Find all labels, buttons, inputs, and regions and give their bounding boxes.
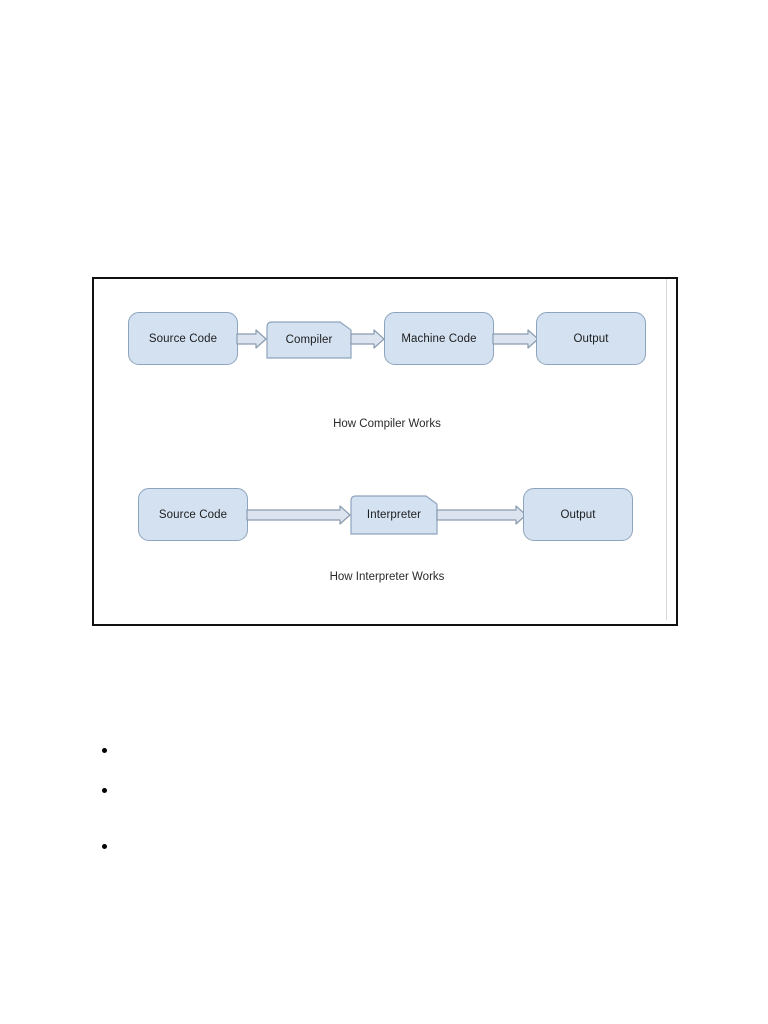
list-item <box>96 838 656 856</box>
list-item <box>96 782 656 800</box>
arrow-source-to-compiler <box>236 328 268 350</box>
interpreter-diagram: Source Code Interpreter Output How Inter <box>94 279 676 624</box>
bullet-list <box>96 742 656 856</box>
caption-how-interpreter-works: How Interpreter Works <box>329 571 445 583</box>
caption-how-compiler-works: How Compiler Works <box>333 418 441 430</box>
node-label: Interpreter <box>366 509 422 521</box>
node-label: Output <box>573 332 609 345</box>
compiler-interpreter-figure: Source Code Compiler Machine Code <box>92 277 678 626</box>
node-source-code-compiler: Source Code <box>128 312 238 365</box>
figure-inner-rule <box>666 279 667 620</box>
compiler-diagram: Source Code Compiler Machine Code <box>94 279 676 624</box>
arrow-source-to-interpreter <box>246 504 352 526</box>
node-compiler: Compiler <box>266 321 352 359</box>
node-interpreter: Interpreter <box>350 495 438 535</box>
node-label: Machine Code <box>401 332 477 345</box>
bullet-icon <box>102 748 107 753</box>
node-source-code-interpreter: Source Code <box>138 488 248 541</box>
bullet-icon <box>102 788 107 793</box>
node-output-interpreter: Output <box>523 488 633 541</box>
node-output-compiler: Output <box>536 312 646 365</box>
node-label: Output <box>560 508 596 521</box>
arrow-compiler-to-machine-code <box>350 328 386 350</box>
arrow-machine-code-to-output <box>492 328 540 350</box>
node-label: Source Code <box>148 332 218 345</box>
node-label: Compiler <box>285 334 333 346</box>
node-machine-code: Machine Code <box>384 312 494 365</box>
arrow-interpreter-to-output <box>436 504 528 526</box>
node-label: Source Code <box>158 508 228 521</box>
bullet-icon <box>102 844 107 849</box>
list-item <box>96 742 656 760</box>
